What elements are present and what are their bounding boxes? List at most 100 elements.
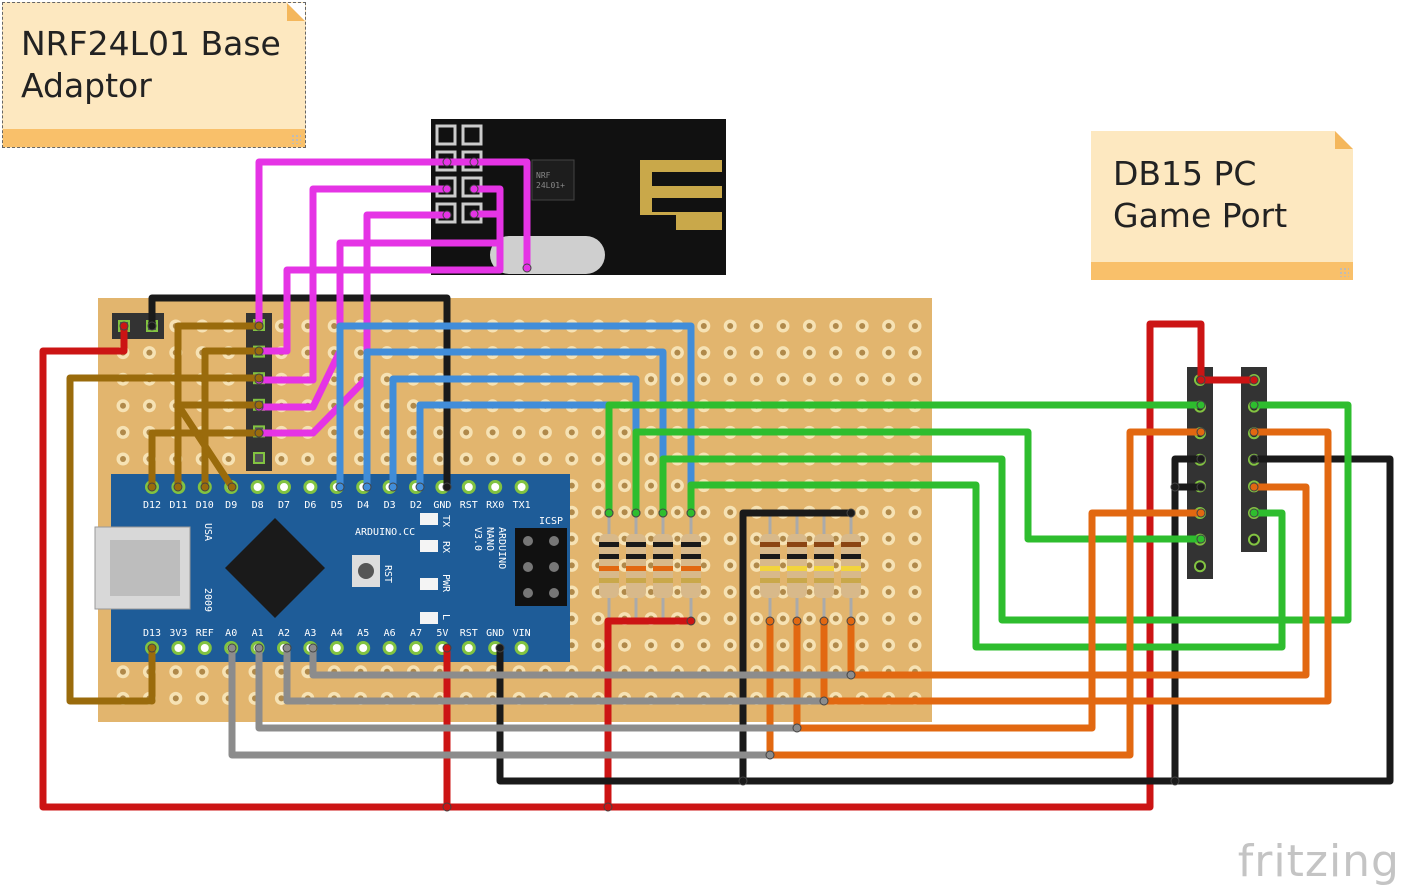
resistor-band — [626, 542, 646, 547]
board-hole-center — [648, 509, 654, 516]
wire-end — [792, 723, 802, 733]
resistor-band — [787, 554, 807, 559]
nano-pin-label: D3 — [384, 500, 396, 511]
wire-end — [1196, 482, 1206, 492]
board-hole-center — [727, 615, 734, 622]
board-hole-center — [648, 589, 654, 595]
note-text: DB15 PC Game Port — [1113, 154, 1288, 235]
wire-green — [687, 481, 1286, 651]
board-hole-center — [542, 456, 549, 462]
note-nrf24l01-base-adaptor[interactable]: NRF24L01 Base Adaptor — [2, 2, 306, 148]
resistor-band — [599, 578, 619, 583]
silk-year: 2009 — [202, 588, 213, 612]
wire-end — [147, 643, 157, 653]
led — [420, 578, 438, 590]
board-hole-center — [621, 456, 628, 462]
wire-green — [605, 401, 1205, 517]
board-hole-center — [832, 589, 839, 595]
wire-end — [1196, 508, 1206, 518]
resistor-band — [760, 542, 780, 547]
board-hole-center — [674, 562, 681, 569]
icsp-pin — [523, 588, 533, 598]
wire-end — [388, 482, 398, 492]
board-hole-center — [648, 456, 654, 462]
icsp-header — [515, 528, 567, 606]
wire-end — [1249, 375, 1259, 385]
wire-end — [442, 210, 452, 220]
board-hole-center — [278, 323, 285, 329]
nano-pin — [461, 641, 476, 655]
board-hole-center — [331, 456, 338, 462]
note-resize-grip[interactable] — [291, 134, 301, 144]
board-hole-center — [727, 589, 734, 595]
board-hole-center — [278, 456, 285, 462]
wire-end — [1196, 534, 1206, 544]
wire-end — [1249, 508, 1259, 518]
board-hole-center — [568, 615, 575, 622]
note-resize-grip[interactable] — [1339, 267, 1349, 277]
resistor-band — [653, 554, 673, 559]
wire-end — [1196, 454, 1206, 464]
board-hole-center — [700, 589, 707, 595]
silk-arduino-cc: ARDUINO.CC — [355, 527, 415, 538]
resistor-band — [681, 566, 701, 571]
note-db15-pc-game-port[interactable]: DB15 PC Game Port — [1091, 131, 1353, 280]
nano-pin-label: RST — [460, 500, 478, 511]
board-hole-center — [463, 456, 470, 462]
board-hole-center — [568, 562, 575, 569]
nano-pin-label: RX0 — [486, 500, 504, 511]
wire-magenta — [255, 158, 531, 330]
nano-pin-label: GND — [486, 628, 504, 639]
note-fold-corner — [1335, 131, 1353, 149]
silk-model-line: NANO — [484, 527, 495, 551]
nrf-crystal — [490, 236, 605, 274]
board-hole-center — [912, 642, 918, 649]
resistor-band — [626, 578, 646, 583]
wire-end — [1196, 427, 1206, 437]
resistor-band — [814, 554, 834, 559]
board-hole-center — [568, 482, 575, 489]
board-hole-center — [304, 456, 311, 462]
resistor-band — [626, 554, 646, 559]
board-hole-center — [780, 562, 786, 569]
wire-end — [604, 508, 614, 518]
nano-pin-label: D10 — [196, 500, 214, 511]
board-hole-center — [674, 349, 681, 356]
board-hole-center — [568, 589, 575, 595]
board-hole-center — [120, 456, 126, 462]
board-hole-center — [700, 509, 707, 516]
board-hole-center — [727, 376, 734, 383]
wire-gray — [228, 644, 774, 759]
silk-l: L — [440, 614, 451, 620]
wire-end — [254, 346, 264, 356]
note-band — [1091, 262, 1353, 280]
board-hole-center — [436, 456, 443, 462]
board-hole-center — [410, 402, 417, 409]
wire-end — [415, 482, 425, 492]
board-hole-center — [727, 349, 734, 356]
resistor-band — [841, 554, 861, 559]
nano-pin-label: A7 — [410, 628, 422, 639]
board-hole-center — [278, 695, 285, 702]
board-hole-center — [568, 642, 575, 649]
board-hole-center — [753, 642, 760, 649]
led — [420, 513, 438, 525]
board-hole-center — [780, 376, 786, 383]
db15-pin — [1248, 533, 1260, 546]
wire-end — [1249, 482, 1259, 492]
wire-end — [147, 321, 157, 331]
nano-pin-label: D2 — [410, 500, 422, 511]
nano-pin-label: D9 — [225, 500, 237, 511]
resistor-band — [681, 578, 701, 583]
board-hole-center — [727, 535, 734, 542]
board-hole-center — [304, 668, 311, 675]
resistor-band — [599, 542, 619, 547]
board-hole-center — [727, 323, 734, 329]
board-hole-center — [595, 482, 602, 489]
fritzing-logo: fritzing — [1237, 836, 1400, 887]
board-hole-center — [806, 349, 813, 356]
board-hole-center — [859, 509, 866, 516]
board-hole-center — [489, 429, 496, 436]
wire-green — [632, 428, 1205, 543]
wire-end — [686, 616, 696, 626]
